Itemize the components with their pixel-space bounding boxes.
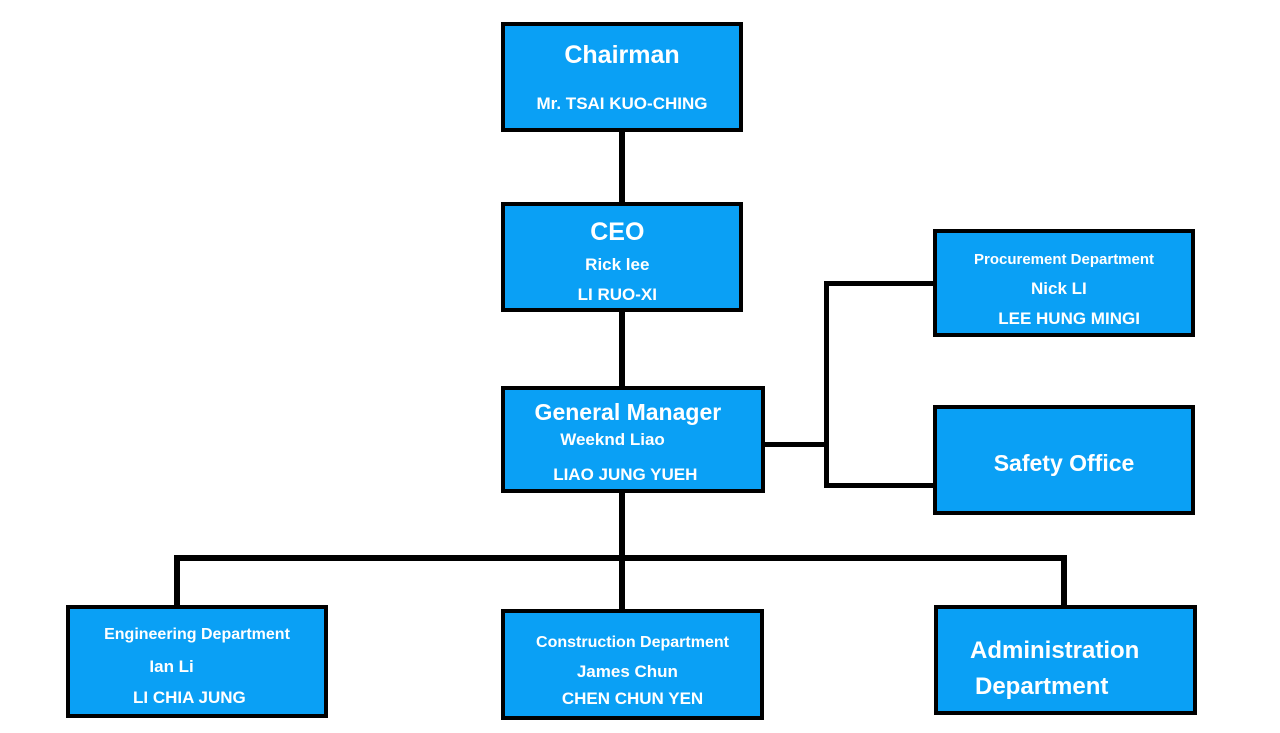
engineering-title: Engineering Department [104,626,290,643]
chairman-name: Mr. TSAI KUO-CHING [536,94,708,113]
connector-gm-down [619,490,625,560]
administration-box: Administration Department [934,605,1197,715]
chairman-title: Chairman [564,41,680,69]
safety-office-title: Safety Office [993,450,1135,476]
construction-title: Construction Department [536,634,729,651]
general-manager-box: General Manager Weeknd Liao LIAO JUNG YU… [501,386,765,493]
procurement-box: Procurement Department Nick LI LEE HUNG … [933,229,1195,337]
connector-to-construction [619,555,625,611]
ceo-title: CEO [590,218,645,246]
construction-name-native: CHEN CHUN YEN [561,689,704,708]
ceo-box: CEO Rick lee LI RUO-XI [501,202,743,312]
administration-title-line1: Administration [970,637,1140,664]
connector-to-engineering [174,555,180,608]
administration-title-line2: Department [975,673,1109,700]
connector-to-safety [824,483,936,488]
safety-office-box: Safety Office [933,405,1195,515]
general-manager-title: General Manager [534,399,722,425]
connector-to-administration [1061,555,1067,608]
connector-to-procurement [824,281,936,286]
connector-right-vertical [824,281,829,488]
ceo-name-en: Rick lee [585,255,650,274]
connector-chairman-ceo [619,130,625,205]
procurement-name-en: Nick LI [1031,279,1087,298]
procurement-title: Procurement Department [973,251,1155,268]
procurement-name-native: LEE HUNG MINGI [998,309,1140,328]
engineering-box: Engineering Department Ian Li LI CHIA JU… [66,605,328,718]
engineering-name-en: Ian Li [149,657,194,676]
connector-ceo-gm [619,310,625,388]
general-manager-name-native: LIAO JUNG YUEH [553,465,698,484]
construction-box: Construction Department James Chun CHEN … [501,609,764,720]
ceo-name-native: LI RUO-XI [577,285,657,304]
engineering-name-native: LI CHIA JUNG [133,688,246,707]
chairman-box: Chairman Mr. TSAI KUO-CHING [501,22,743,132]
general-manager-name-en: Weeknd Liao [560,430,665,449]
connector-gm-right-branch [762,442,828,447]
construction-name-en: James Chun [576,662,678,681]
